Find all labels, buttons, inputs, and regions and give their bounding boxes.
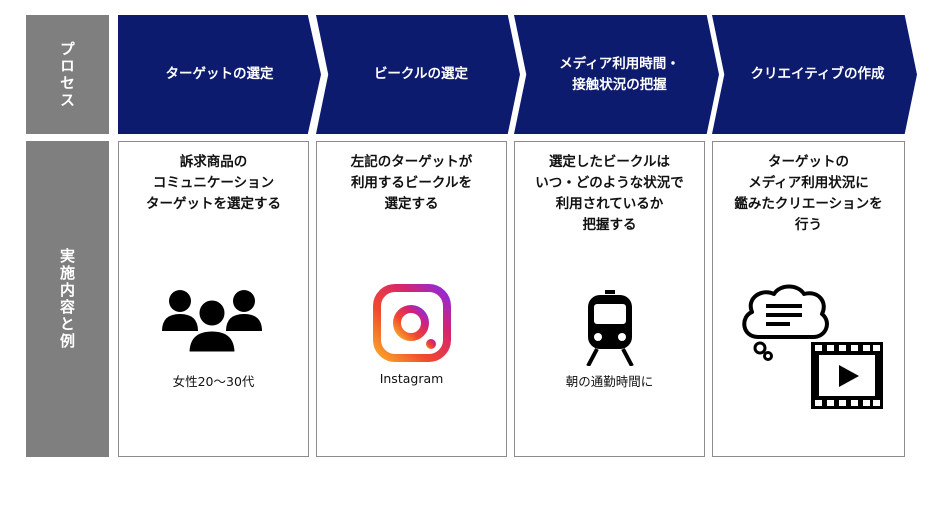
step-1-description: 訴求商品の コミュニケーション ターゲットを選定する xyxy=(146,154,281,212)
step-2-example: Instagram xyxy=(379,371,444,386)
content-row-label-text: 実施内容と例 xyxy=(58,248,76,350)
process-row-label-text: プロセス xyxy=(58,40,76,109)
step-3-chevron: メディア利用時間・ 接触状況の把握 xyxy=(514,15,719,134)
step-2-content-box: 左記のターゲットが 利用するビークルを 選定する Instagram xyxy=(316,141,507,457)
people-group-icon xyxy=(162,290,262,355)
instagram-logo-icon xyxy=(373,284,451,362)
step-4-content-box: ターゲットの メディア利用状況に 鑑みたクリエーションを 行う xyxy=(712,141,905,457)
step-3-content-box: 選定したビークルは いつ・どのような状況で 利用されているか 把握する 朝の通勤… xyxy=(514,141,705,457)
step-2-description: 左記のターゲットが 利用するビークルを 選定する xyxy=(350,154,473,212)
step-3-description: 選定したビークルは いつ・どのような状況で 利用されているか 把握する xyxy=(535,154,684,233)
step-4-title: クリエイティブの作成 xyxy=(750,66,885,83)
step-4-description: ターゲットの メディア利用状況に 鑑みたクリエーションを 行う xyxy=(734,154,883,233)
step-1-chevron: ターゲットの選定 xyxy=(118,15,321,134)
step-2-title: ビークルの選定 xyxy=(373,66,469,83)
step-1-example: 女性20～30代 xyxy=(172,374,255,389)
content-row-label: 実施内容と例 xyxy=(26,141,109,457)
thought-bubble-video-icon xyxy=(742,284,883,409)
train-icon xyxy=(586,290,634,366)
step-1-content-box: 訴求商品の コミュニケーション ターゲットを選定する 女性20～30代 xyxy=(118,141,309,457)
step-3-example: 朝の通勤時間に xyxy=(565,374,654,389)
step-2-chevron: ビークルの選定 xyxy=(316,15,520,134)
step-3-title: メディア利用時間・ 接触状況の把握 xyxy=(559,55,680,93)
step-1-title: ターゲットの選定 xyxy=(165,66,274,83)
process-row-label: プロセス xyxy=(26,15,109,134)
step-4-chevron: クリエイティブの作成 xyxy=(712,15,917,134)
